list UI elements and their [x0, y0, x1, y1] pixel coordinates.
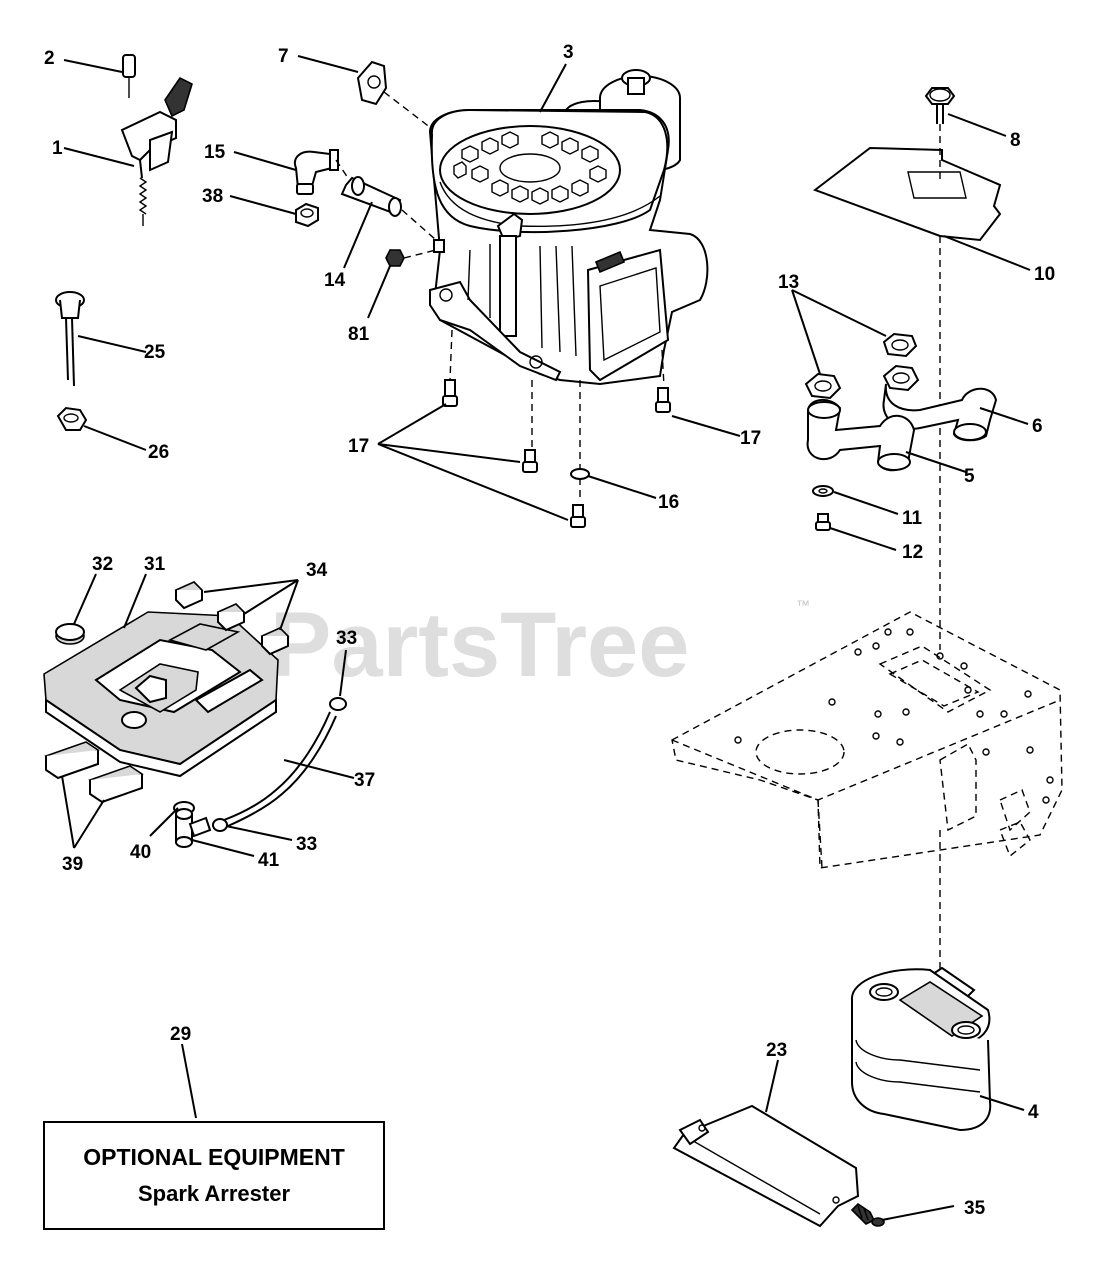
- callout-32: 32: [92, 554, 113, 575]
- heat-shield-part: [812, 87, 1002, 650]
- pad-assembly-part: [43, 581, 290, 804]
- callout-34: 34: [306, 560, 328, 581]
- callout-6: 6: [1032, 416, 1043, 437]
- callout-1: 1: [52, 138, 63, 159]
- callout-39: 39: [62, 854, 83, 875]
- watermark-text: PartsTree: [270, 594, 689, 696]
- callout-labels: 2 1 7 3 15 38 14 81 8 10 13 6 5 11 12 17…: [44, 42, 1055, 1219]
- callout-5: 5: [964, 466, 975, 487]
- callout-25: 25: [144, 342, 166, 363]
- chassis-frame-part: [671, 611, 1063, 869]
- throttle-control-part: [120, 54, 193, 226]
- washer-part: [570, 468, 590, 480]
- callout-14: 14: [324, 270, 346, 291]
- callout-29: 29: [170, 1024, 191, 1045]
- callout-11: 11: [902, 508, 923, 529]
- callout-26: 26: [148, 442, 169, 463]
- callout-3: 3: [563, 42, 574, 63]
- callout-33-top: 33: [336, 628, 357, 649]
- callout-2: 2: [44, 48, 55, 69]
- clip-part: [356, 60, 441, 136]
- callout-37: 37: [354, 770, 375, 791]
- callout-33-bottom: 33: [296, 834, 317, 855]
- engine-part: [428, 69, 709, 386]
- callout-41: 41: [258, 850, 280, 871]
- spark-arrester-shield-part: [672, 1104, 885, 1228]
- callout-16: 16: [658, 492, 679, 513]
- fuel-line-part: [173, 697, 347, 848]
- callout-17-right: 17: [740, 428, 761, 449]
- callout-8: 8: [1010, 130, 1021, 151]
- optional-equipment-title: OPTIONAL EQUIPMENT: [83, 1144, 345, 1170]
- dipstick-part: [55, 291, 88, 431]
- callout-35: 35: [964, 1198, 986, 1219]
- callout-12: 12: [902, 542, 923, 563]
- watermark-trademark: ™: [796, 597, 810, 613]
- callout-31: 31: [144, 554, 166, 575]
- callout-17-left: 17: [348, 436, 369, 457]
- callout-10: 10: [1034, 264, 1055, 285]
- fittings-part: [294, 149, 437, 267]
- exhaust-pipes-part: [804, 332, 998, 531]
- muffler-part: [850, 830, 992, 1132]
- callout-38: 38: [202, 186, 223, 207]
- callout-81: 81: [348, 324, 370, 345]
- callout-40: 40: [130, 842, 151, 863]
- callout-7: 7: [278, 46, 289, 67]
- spark-arrester-label: Spark Arrester: [137, 1181, 291, 1206]
- callout-15: 15: [204, 142, 226, 163]
- callout-4: 4: [1028, 1102, 1039, 1123]
- callout-23: 23: [766, 1040, 787, 1061]
- callout-13: 13: [778, 272, 799, 293]
- optional-equipment-box: OPTIONAL EQUIPMENT Spark Arrester: [43, 1121, 385, 1230]
- bolt-17-set: [442, 379, 671, 528]
- leader-lines: [61, 55, 1031, 1221]
